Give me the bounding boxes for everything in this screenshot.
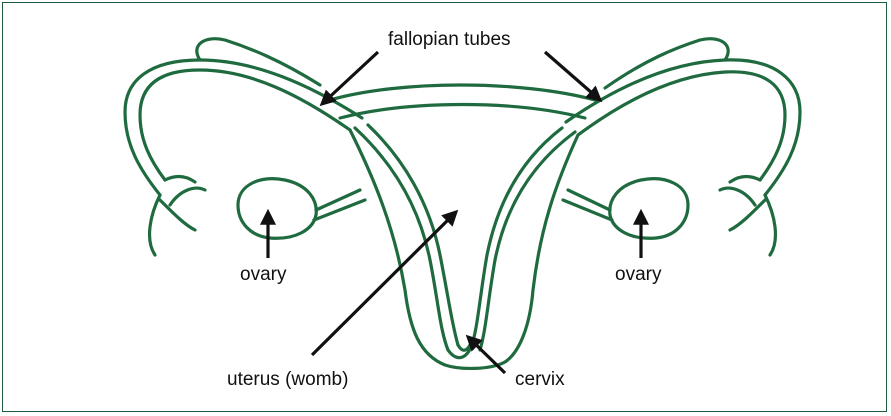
label-fallopian-tubes: fallopian tubes — [388, 30, 511, 49]
fallopian-tube-right — [578, 72, 785, 180]
uterus-outline — [350, 130, 578, 368]
label-ovary-right: ovary — [615, 265, 661, 284]
label-uterus: uterus (womb) — [227, 370, 348, 389]
fimbriae-left — [150, 188, 205, 255]
ovarian-ligament-right — [568, 190, 610, 210]
fallopian-tube-left — [140, 70, 350, 180]
label-cervix: cervix — [515, 370, 565, 389]
ovary-left-shape — [238, 179, 316, 239]
label-ovary-left: ovary — [240, 265, 286, 284]
ovarian-ligament-left — [316, 190, 360, 210]
ovary-right-shape — [610, 179, 688, 239]
fimbriae-right — [720, 188, 775, 255]
